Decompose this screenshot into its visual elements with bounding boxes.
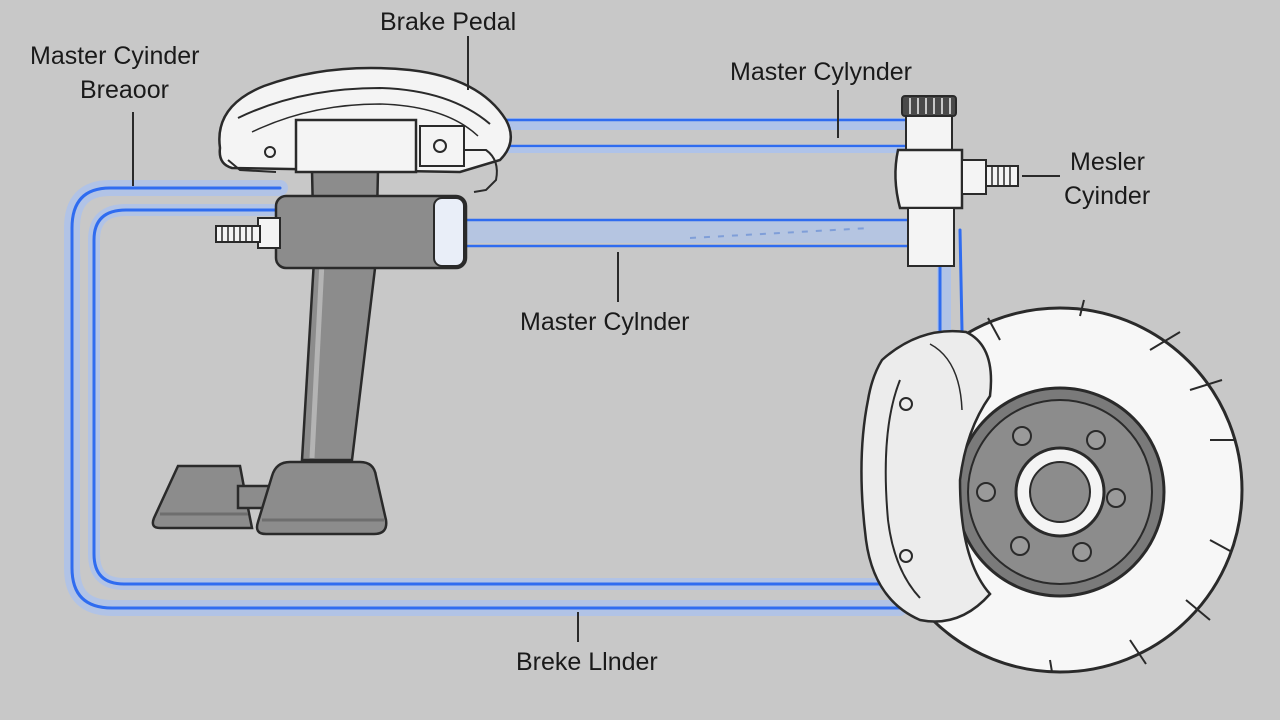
brake-booster-cylinder <box>215 194 468 270</box>
leader-lines <box>132 36 1060 642</box>
master-cylinder-reservoir <box>218 66 513 193</box>
master-cylinder-fitting <box>894 95 1019 267</box>
label-master-cylinder-breaoor-line1: Master Cyinder <box>30 42 200 70</box>
label-brake-bottom: Breke Llnder <box>516 648 658 676</box>
brake-pedal-pad-right <box>255 460 388 536</box>
brake-caliper <box>860 329 993 623</box>
label-master-cylinder-right-line1: Mesler <box>1070 148 1146 176</box>
label-master-cylinder-right-line2: Cyinder <box>1064 182 1151 210</box>
label-master-cylinder-middle: Master Cylnder <box>520 308 690 336</box>
label-master-cylinder-breaoor-line2: Breaoor <box>80 76 169 104</box>
brake-line-left-loop <box>64 180 908 616</box>
brake-pedal-pad-left <box>151 464 254 530</box>
label-master-cylinder-top: Master Cylynder <box>730 58 912 86</box>
brake-line-middle <box>460 218 912 248</box>
label-brake-pedal: Brake Pedal <box>380 8 517 36</box>
brake-line-top <box>500 118 905 153</box>
